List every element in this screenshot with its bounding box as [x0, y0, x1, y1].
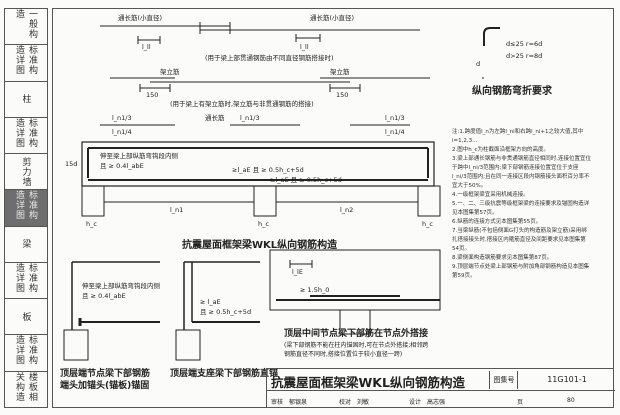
sub2-lae: ≥ l_aE: [200, 298, 221, 306]
note-item: 2.图中h_c为柱截面沿框架方向的高度。: [452, 147, 550, 153]
hc-left: h_c: [86, 220, 97, 228]
main-anchor-note-2: 且 ≥ 0.4l_abE: [100, 162, 144, 170]
sidebar-item-related-std[interactable]: 标准构造详图: [5, 335, 47, 372]
ln3-mid: l_n1/3: [240, 114, 260, 122]
dim-150-left: 150: [146, 91, 158, 99]
main-caption: 抗震屋面框架梁WKL纵向钢筋构造: [182, 240, 338, 251]
sidebar-item-slab[interactable]: 板: [5, 299, 47, 336]
signature-row: 审核 郁银泉 校对 刘敏 设计 高志强 页 80: [267, 390, 615, 410]
ln4-right: l_n1/4: [385, 128, 405, 136]
hc-mid: h_c: [258, 220, 269, 228]
lap-note: (用于梁上部贯通钢筋由不同直径钢筋搭接时): [205, 53, 334, 62]
note-item: 6.纵筋的连接方式见本图集第55页。: [452, 219, 542, 225]
ln3-left: l_n1/3: [112, 114, 132, 122]
designer-name: 高志强: [427, 399, 446, 406]
design-notes: 注:1.跨度值l_n为左跨l_ni和右跨l_ni+1之较大值,其中i=1,2,3…: [452, 128, 592, 281]
sub3-caption: 顶层中间节点梁下部筋在节点外搭接: [284, 329, 429, 339]
note-item: 4.一级框架梁宜采用机械连接。: [452, 192, 529, 198]
through-bar-right-label: 通长筋(小直径): [310, 13, 354, 22]
bend-bar-shape: [483, 27, 500, 46]
drawing-frame: [52, 8, 614, 408]
column-left: [81, 185, 105, 217]
note-item: 9.顶层端节点处梁上部钢筋与附加角部钢筋构造见本图集第59页。: [452, 264, 590, 279]
sub1-anchor-note-1: 伸至梁上部纵筋弯钩段内侧: [82, 281, 160, 290]
through-bar-left-label: 通长筋(小直径): [118, 13, 162, 22]
atlas-label: 图集号: [489, 371, 518, 389]
sub3-ll: l_lE: [292, 268, 303, 276]
note-item: 注:1.跨度值l_n为左跨l_ni和右跨l_ni+1之较大值,其中i=1,2,3…: [452, 129, 584, 144]
reviewer-name: 郁银泉: [289, 399, 308, 406]
sidebar-item-beam[interactable]: 梁: [5, 227, 47, 263]
column-mid: [253, 185, 277, 217]
hc-right: h_c: [422, 220, 433, 228]
review-label: 审核: [271, 399, 284, 406]
sidebar-item-column-std[interactable]: 标准构造详图: [5, 45, 47, 82]
sub3-lap-cond: ≥ 1.5h_0: [300, 286, 329, 294]
main-anchor-note-1: 伸至梁上部纵筋弯钩段内侧: [100, 151, 178, 160]
design-label: 设计: [409, 399, 422, 406]
bend-title: 纵向钢筋弯折要求: [472, 86, 552, 97]
span-ln1: l_n1: [170, 206, 183, 214]
note-item: 5.一、二、三级抗震等级框架梁的连接要求及锚固构造详见本图集第57页。: [452, 201, 590, 216]
dim-150-right: 150: [336, 91, 348, 99]
sidebar-item-wall-std[interactable]: 标准构造详图: [5, 118, 47, 155]
note-item: 7.当梁纵筋(不包括侧面G打头的构造筋及架立筋)采用绑扎搭接接头时,搭接区内箍筋…: [452, 228, 587, 252]
lap-length-left: l_ll: [142, 43, 151, 51]
sidebar-item-floor-related[interactable]: 楼板相关构造: [14, 371, 37, 402]
sheet-title: 抗震屋面框架梁WKL纵向钢筋构造: [271, 375, 465, 390]
sub1-anchor-note-2: 且 ≥ 0.4l_abE: [82, 292, 126, 300]
erect-note: (用于梁上有架立筋时,架立筋与非贯通钢筋的搭接): [170, 99, 314, 108]
page-number: 80: [567, 397, 575, 404]
bend-rule-1: d≤25 r=6d: [506, 40, 542, 48]
ln3-right: l_n1/3: [385, 114, 405, 122]
column-right: [417, 185, 441, 217]
bend-d: d: [476, 60, 480, 68]
title-block: 抗震屋面框架梁WKL纵向钢筋构造 图集号 11G101-1 审核 郁银泉 校对 …: [266, 368, 616, 410]
sidebar-item-general[interactable]: 一般构造: [5, 9, 47, 46]
sub3-note-1: (梁下部钢筋不能在柱内锚固时,可在节点外搭接;相邻跨: [284, 342, 429, 349]
sub1-caption-2: 端头加锚头(锚板)锚固: [60, 381, 150, 391]
bend-rule-2: d>25 r=8d: [506, 52, 542, 60]
span-ln2: l_n2: [340, 206, 353, 214]
check-label: 校对: [339, 399, 352, 406]
erect-bar-label-2: 架立筋: [330, 67, 350, 76]
lae-left: ≥l_aE 且 ≥ 0.5h_c+5d: [232, 166, 304, 174]
sub3-note-2: 钢筋直径不同时,搭接位置位于较小直径一跨): [284, 351, 403, 358]
through-bar-center: 通长筋: [205, 113, 225, 122]
sub2-lae-and: 且 ≥ 0.5h_c+5d: [200, 308, 251, 316]
checker-name: 刘敏: [357, 399, 370, 406]
note-item: 3.梁上部通长钢筋与非贯通钢筋直径相同时,连接位置宜位于跨中l_ni/3范围内;…: [452, 156, 591, 189]
sidebar-item-slab-std[interactable]: 标准构造详图: [5, 263, 47, 300]
sidebar-item-column[interactable]: 柱: [5, 82, 47, 118]
sidebar-item-beam-std[interactable]: 标准构造详图: [5, 190, 47, 227]
atlas-code: 11G101-1: [517, 371, 616, 389]
section-sidebar: 一般构造 标准构造详图 柱 标准构造详图 剪力墙 标准构造详图 梁 标准构造详图…: [4, 8, 48, 408]
sidebar-item-shear-wall[interactable]: 剪力墙: [5, 154, 47, 191]
sub1-caption-1: 顶层端节点梁下部钢筋: [60, 369, 151, 379]
erect-bar-label-1: 架立筋: [160, 67, 180, 76]
lap-length-right: l_ll: [300, 43, 309, 51]
note-item: 8.梁侧面构造钢筋要求见本图集第87页。: [452, 255, 553, 261]
ln4-left: l_n1/4: [112, 128, 132, 136]
page-label: 页: [517, 399, 524, 406]
sub2-caption: 顶层端支座梁下部钢筋直锚: [170, 369, 279, 379]
dim-15d: 15d: [65, 160, 77, 168]
lae-right: ≥l_aE 且 ≥ 0.5h_c+5d: [270, 176, 342, 184]
